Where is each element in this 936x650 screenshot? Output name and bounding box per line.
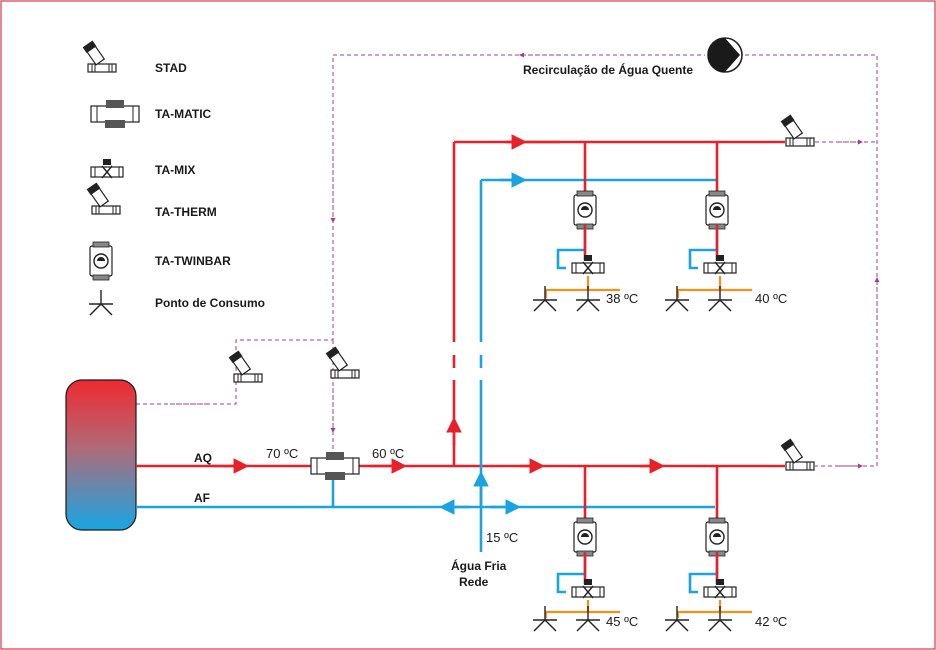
ta-twinbar-icon bbox=[705, 190, 729, 230]
aq-label: AQ bbox=[194, 451, 212, 465]
legend-ta-mix-label: TA-MIX bbox=[155, 163, 195, 177]
ta-therm-valve-icon bbox=[780, 437, 815, 471]
temp-60-label: 60 ºC bbox=[372, 446, 404, 461]
ta-therm-legend-icon bbox=[86, 181, 121, 215]
branch-top-left bbox=[532, 142, 620, 312]
consumption-point-icon bbox=[707, 605, 733, 632]
consumption-point-icon bbox=[664, 605, 690, 632]
rede-label: Rede bbox=[459, 575, 489, 589]
agua-fria-label: Água Fria bbox=[451, 558, 507, 573]
cold-water-main bbox=[136, 172, 717, 552]
temp-15-label: 15 ºC bbox=[486, 530, 518, 545]
stad-valve-icon bbox=[325, 345, 360, 379]
consumption-point-icon bbox=[575, 605, 601, 632]
legend-ta-matic-label: TA-MATIC bbox=[155, 107, 212, 121]
ta-mix-icon bbox=[571, 254, 605, 275]
legend: STAD TA-MATIC TA-MIX TA-THERM TA-TWINBAR… bbox=[82, 39, 265, 316]
ta-mix-icon bbox=[571, 578, 605, 599]
ta-twinbar-icon bbox=[573, 190, 597, 230]
temp-40-label: 40 ºC bbox=[755, 291, 787, 306]
ta-twinbar-icon bbox=[705, 517, 729, 557]
legend-stad-label: STAD bbox=[155, 61, 187, 75]
temp-45-label: 45 ºC bbox=[606, 614, 638, 629]
legend-ponto-consumo-label: Ponto de Consumo bbox=[155, 296, 265, 310]
ta-mix-legend-icon bbox=[90, 158, 124, 179]
branch-bottom-left bbox=[532, 466, 620, 632]
hot-water-main bbox=[136, 134, 785, 474]
branch-bottom-right bbox=[664, 466, 752, 632]
stad-valve-icon bbox=[228, 349, 263, 383]
recirculation-label: Recirculação de Água Quente bbox=[523, 62, 693, 77]
ta-mix-icon bbox=[703, 254, 737, 275]
ta-therm-valve-icon bbox=[780, 113, 815, 147]
consumption-point-icon bbox=[532, 605, 558, 632]
ta-mix-icon bbox=[703, 578, 737, 599]
pump-icon bbox=[707, 37, 743, 73]
temp-70-label: 70 ºC bbox=[266, 446, 298, 461]
consumption-point-legend-icon bbox=[88, 289, 114, 316]
branch-top-right bbox=[664, 142, 752, 312]
recirculation-line bbox=[136, 52, 880, 469]
temp-42-label: 42 ºC bbox=[755, 614, 787, 629]
legend-ta-twinbar-label: TA-TWINBAR bbox=[155, 254, 231, 268]
ta-matic-valve-icon bbox=[310, 452, 360, 480]
ta-twinbar-icon bbox=[573, 517, 597, 557]
temp-38-label: 38 ºC bbox=[606, 291, 638, 306]
ta-twinbar-legend-icon bbox=[89, 241, 113, 281]
ta-matic-legend-icon bbox=[90, 100, 140, 128]
stad-legend-icon bbox=[82, 39, 117, 73]
legend-ta-therm-label: TA-THERM bbox=[155, 205, 217, 219]
water-heater-tank bbox=[65, 379, 137, 531]
af-label: AF bbox=[194, 491, 210, 505]
